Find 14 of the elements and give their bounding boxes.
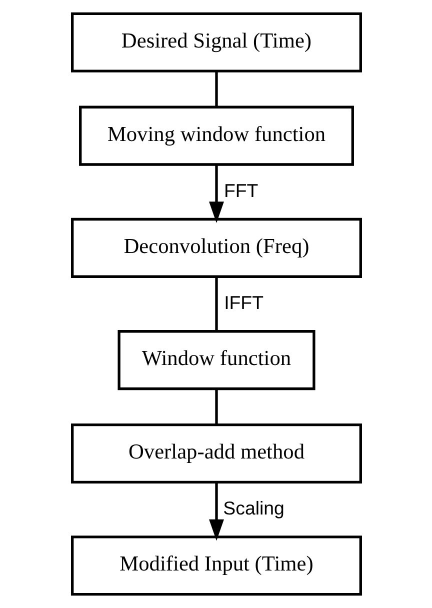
node-box: Desired Signal (Time): [70, 12, 362, 72]
connector: [214, 276, 218, 332]
arrow: [208, 482, 224, 541]
connector: [214, 389, 218, 425]
node-box: Moving window function: [78, 106, 354, 166]
edge-label: FFT: [224, 180, 258, 201]
node-box: Overlap-add method: [70, 423, 362, 484]
arrow: [208, 164, 224, 224]
edge-label: IFFT: [224, 292, 263, 313]
node-box: Window function: [117, 330, 315, 390]
edge-label: Scaling: [222, 498, 284, 518]
node-box: Modified Input (Time): [70, 536, 362, 596]
connector: [214, 71, 218, 107]
node-box: Deconvolution (Freq): [70, 218, 362, 278]
